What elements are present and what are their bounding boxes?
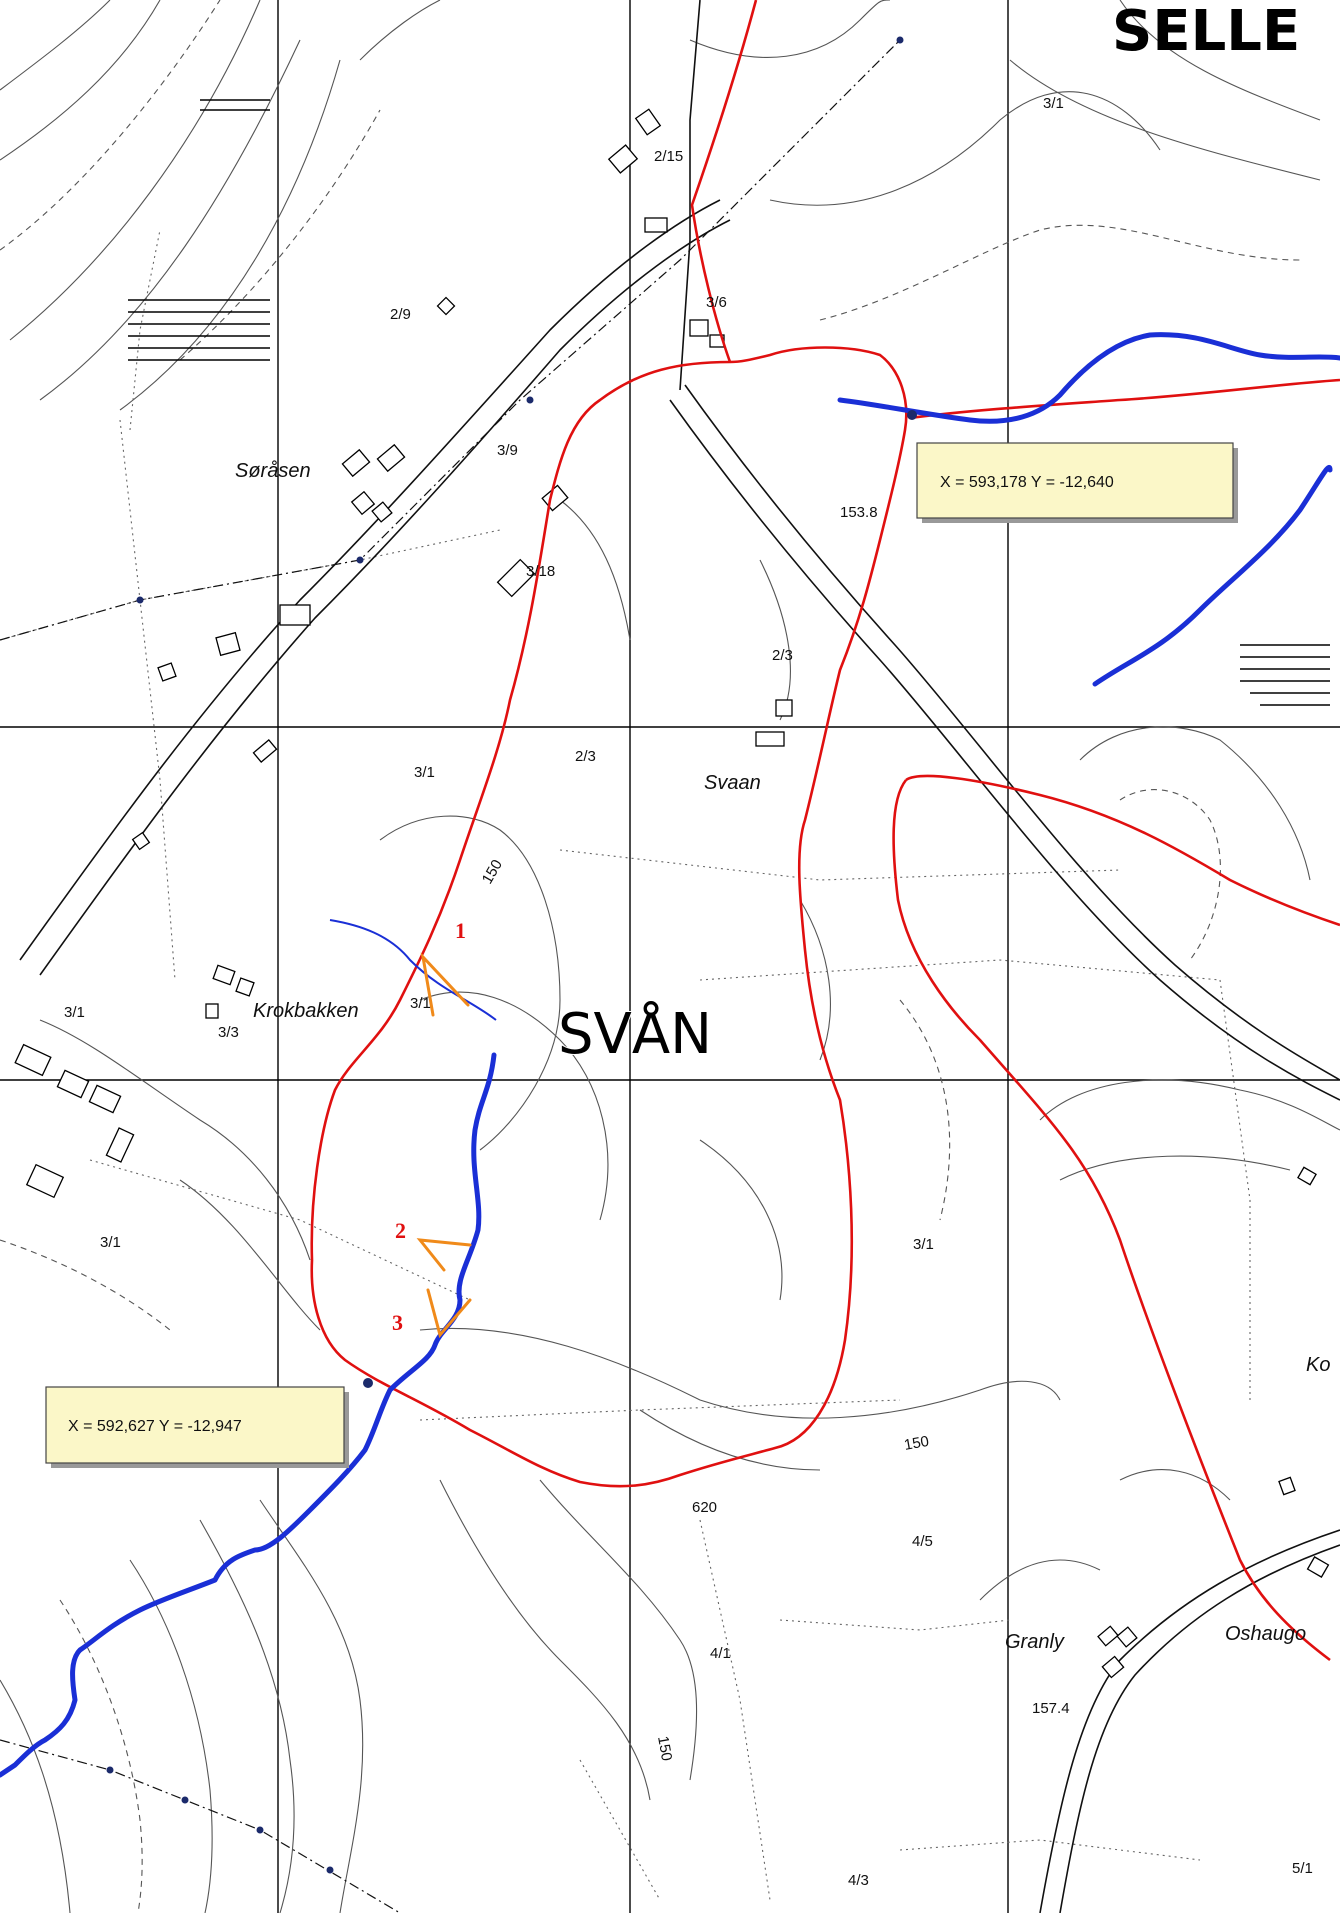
contour-value: 150 [903,1433,931,1454]
marker-1-arrow [420,952,470,1017]
survey-markers [363,410,917,1388]
parcel-label: 3/3 [218,1024,239,1041]
parcel-label: 3/18 [526,563,555,580]
contour-value: 150 [654,1735,675,1763]
parcel-label: 4/3 [848,1872,869,1889]
boundary-lines [310,0,1340,1662]
survey-area-boundary [310,346,908,1488]
hatching-east [1240,644,1330,706]
locality-label-krokbakken: Krokbakken [253,1000,359,1022]
river-northeast [837,332,1340,424]
marker-3-label: 3 [392,1310,403,1335]
parcel-label: 3/1 [64,1004,85,1021]
coordinate-point-southwest [363,1378,373,1388]
river-east-branch [1092,465,1333,687]
spot-height: 157.4 [1032,1700,1070,1717]
parcel-label: 5/1 [1292,1860,1313,1877]
rivers [0,332,1340,1778]
parcel-label: 2/3 [772,647,793,664]
text-labels: SELLE SVÅN Ko Søråsen Svaan Krokbakken G… [64,0,1330,1889]
parcel-label: 3/1 [414,764,435,781]
parcel-label: 3/1 [410,995,431,1012]
parcel-label: 3/1 [913,1236,934,1253]
contour-value: 150 [479,857,506,887]
coordinate-callout-northeast: X = 593,178 Y = -12,640 [916,442,1238,523]
parcel-label: 2/15 [654,148,683,165]
buildings [14,108,1330,1679]
spot-height: 153.8 [840,504,878,521]
hatching-west [128,99,270,361]
marker-3-arrow [426,1288,472,1339]
coordinate-text-northeast: X = 593,178 Y = -12,640 [940,474,1114,491]
locality-label-granly: Granly [1005,1631,1065,1653]
locality-label-oshaugen: Oshaugo [1225,1623,1306,1645]
power-line [0,36,904,1913]
river-southwest [0,1052,497,1778]
place-name-ko: Ko [1306,1354,1330,1376]
place-name-selle: SELLE [1112,0,1300,64]
locality-label-sorasen: Søråsen [235,460,311,482]
parcel-label: 3/1 [100,1234,121,1251]
parcel-label: 2/3 [575,748,596,765]
parcel-label: 3/1 [1043,95,1064,112]
parcel-label: 3/6 [706,294,727,311]
place-name-svan: SVÅN [558,1001,712,1067]
marker-2-arrow [416,1238,472,1272]
property-lines [0,229,1251,1901]
coordinate-text-southwest: X = 592,627 Y = -12,947 [68,1418,242,1435]
roads [19,0,1340,1913]
coordinate-callout-southwest: X = 592,627 Y = -12,947 [45,1386,349,1468]
parcel-label: 3/9 [497,442,518,459]
parcel-label: 4/1 [710,1645,731,1662]
coordinate-point-northeast [907,410,917,420]
marker-1-label: 1 [455,918,466,943]
stream-north [329,919,497,1021]
map-code: 620 [692,1499,717,1516]
parcel-label: 2/9 [390,306,411,323]
marker-2-label: 2 [395,1218,406,1243]
parcel-label: 4/5 [912,1533,933,1550]
locality-label-svaan: Svaan [704,772,761,794]
